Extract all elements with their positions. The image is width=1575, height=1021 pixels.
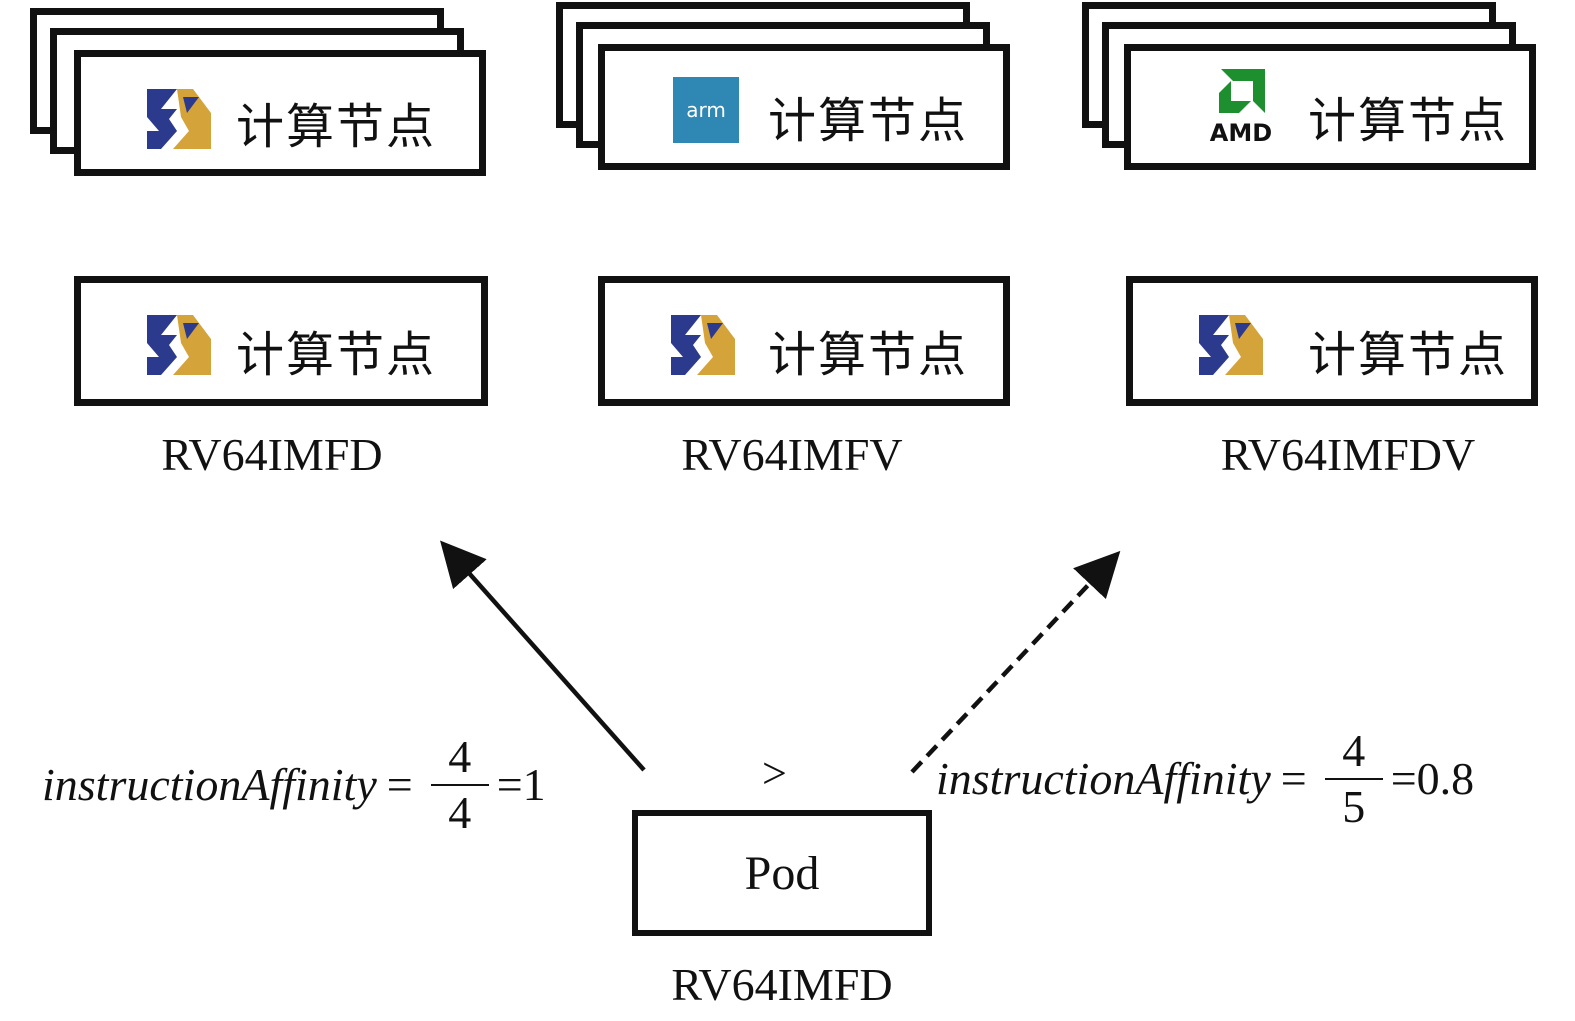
compute-node-text: 计算节点 bbox=[1308, 327, 1509, 383]
compute-node-text: 计算节点 bbox=[768, 93, 969, 149]
compute-node-group-3: AMD 计算节点 bbox=[1124, 44, 1536, 170]
fraction-numerator: 4 bbox=[448, 731, 472, 782]
arm-logo-icon: arm bbox=[673, 77, 739, 143]
compute-node-group-1: 计算节点 bbox=[74, 50, 486, 176]
formula-variable: instructionAffinity bbox=[42, 759, 377, 810]
sophgo-logo-icon bbox=[1199, 315, 1263, 375]
dashed-arrow bbox=[910, 550, 1121, 774]
formula-fraction: 4 5 bbox=[1324, 725, 1383, 832]
formula-equals: = bbox=[386, 759, 413, 810]
comparison-symbol: > bbox=[762, 749, 787, 798]
fraction-numerator: 4 bbox=[1342, 725, 1366, 776]
isa-label-rv64imfv: RV64IMFV bbox=[681, 429, 903, 480]
compute-node-text: 计算节点 bbox=[236, 327, 437, 383]
sophgo-logo-icon bbox=[147, 87, 211, 151]
sophgo-logo-icon bbox=[671, 315, 735, 375]
fraction-denominator: 5 bbox=[1342, 781, 1366, 832]
affinity-formula-right: instructionAffinity = 4 5 =0.8 bbox=[936, 728, 1474, 830]
pod-label: Pod bbox=[744, 846, 820, 900]
compute-node-text: 计算节点 bbox=[236, 99, 437, 155]
compute-node-rv64imfv: 计算节点 bbox=[598, 276, 1010, 406]
compute-node-group-2: arm 计算节点 bbox=[598, 44, 1010, 170]
fraction-bar bbox=[430, 784, 489, 786]
pod-box: Pod bbox=[632, 810, 932, 936]
formula-fraction: 4 4 bbox=[430, 731, 489, 838]
formula-variable: instructionAffinity bbox=[936, 753, 1271, 804]
amd-arrow-icon bbox=[1219, 69, 1265, 113]
arm-logo-text: arm bbox=[686, 98, 726, 122]
fraction-denominator: 4 bbox=[448, 787, 472, 838]
pod-isa-label: RV64IMFD bbox=[671, 959, 893, 1010]
formula-result: =0.8 bbox=[1390, 753, 1475, 804]
affinity-formula-left: instructionAffinity = 4 4 =1 bbox=[42, 734, 546, 836]
formula-equals: = bbox=[1280, 753, 1307, 804]
formula-result: =1 bbox=[496, 759, 546, 810]
isa-label-rv64imfdv: RV64IMFDV bbox=[1220, 429, 1476, 480]
solid-arrow bbox=[440, 540, 646, 772]
sophgo-logo-icon bbox=[147, 315, 211, 375]
isa-label-rv64imfd: RV64IMFD bbox=[161, 429, 383, 480]
compute-node-text: 计算节点 bbox=[768, 327, 969, 383]
amd-logo-icon: AMD bbox=[1201, 69, 1281, 153]
compute-node-rv64imfd: 计算节点 bbox=[74, 276, 488, 406]
compute-node-text: 计算节点 bbox=[1308, 93, 1509, 149]
fraction-bar bbox=[1324, 778, 1383, 780]
compute-node-rv64imfdv: 计算节点 bbox=[1126, 276, 1538, 406]
amd-logo-text: AMD bbox=[1209, 119, 1273, 147]
